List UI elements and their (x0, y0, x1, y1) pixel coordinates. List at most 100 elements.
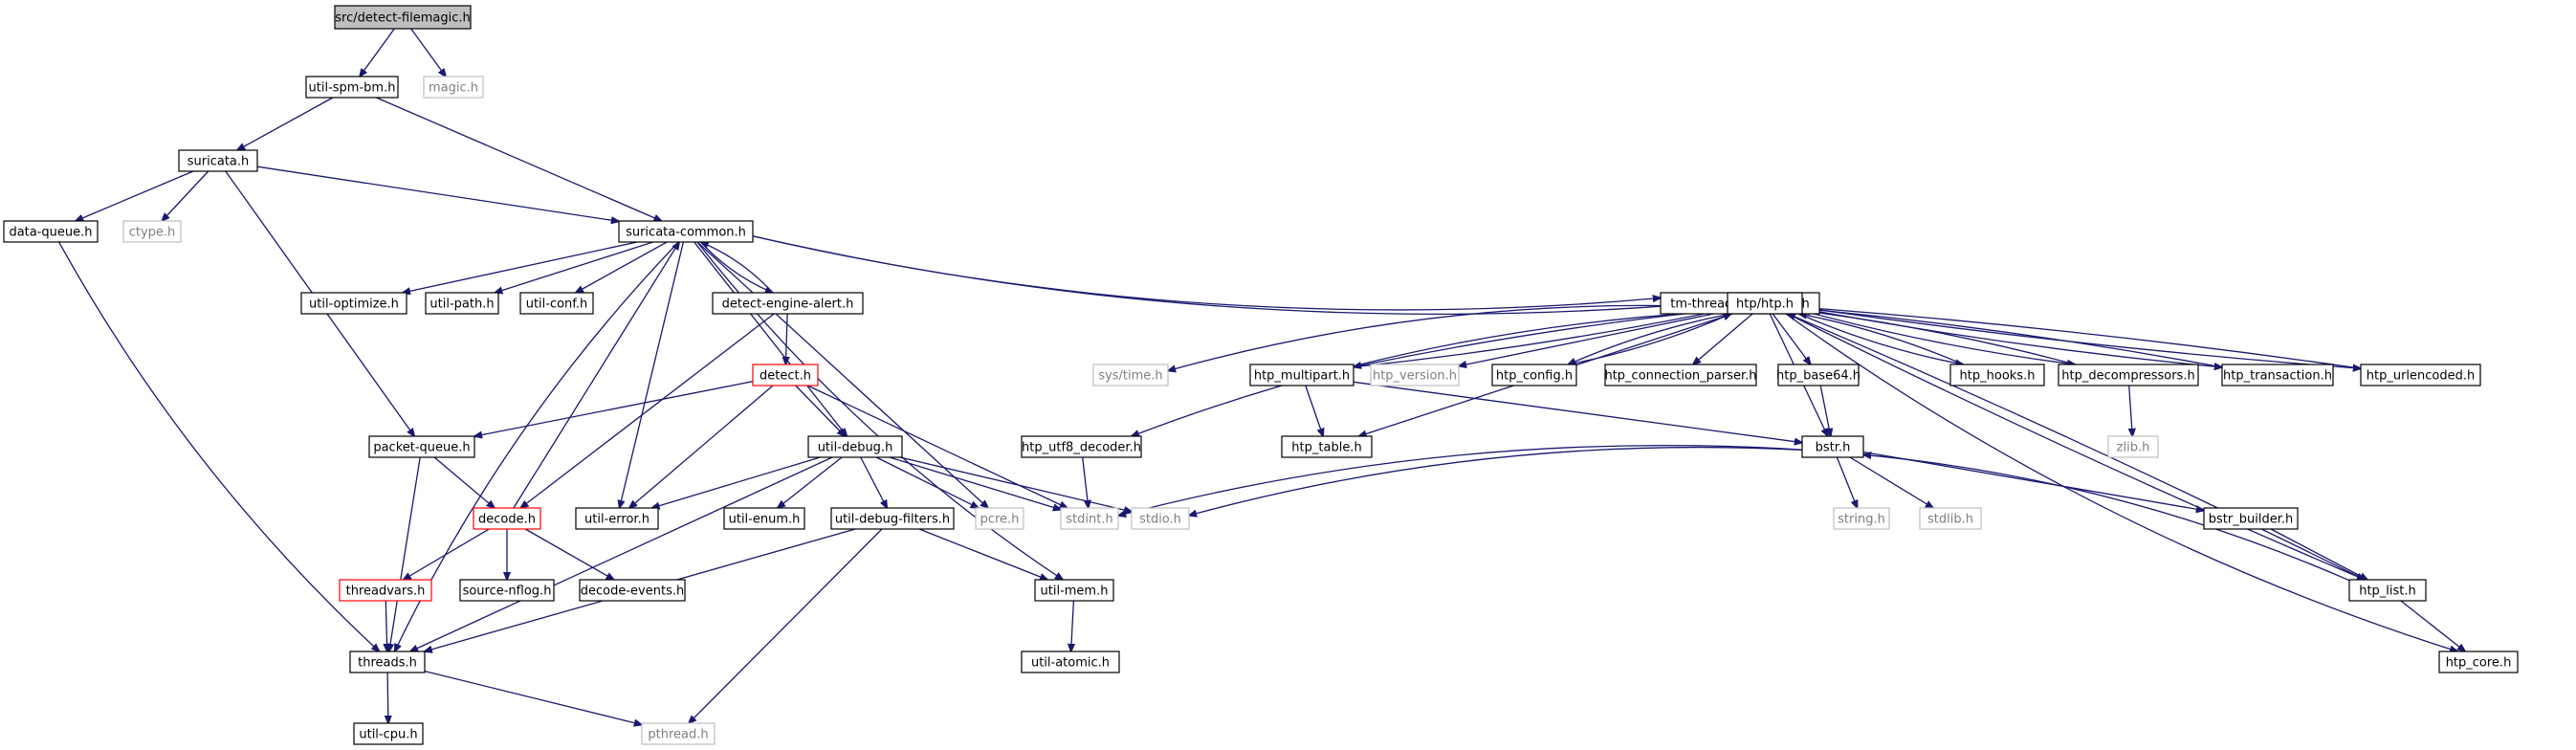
edge-detect-to-udebug (795, 385, 846, 436)
node-bbuilder[interactable]: bstr_builder.h (2203, 507, 2299, 530)
edge-spm-to-suricata (237, 97, 334, 150)
node-box (1249, 364, 1354, 386)
node-trans[interactable]: htp_transaction.h (2221, 364, 2334, 386)
edge-udebug-to-threads (410, 456, 833, 651)
node-connp[interactable]: htp_connection_parser.h (1604, 364, 1757, 386)
node-box (339, 579, 432, 602)
node-label: util-debug-filters.h (835, 513, 950, 527)
node-stdio: stdio.h (1131, 507, 1190, 530)
node-nflog[interactable]: source-nflog.h (459, 579, 555, 602)
node-dea[interactable]: detect-engine-alert.h (712, 292, 864, 315)
node-optimize[interactable]: util-optimize.h (300, 292, 407, 315)
node-box (353, 722, 424, 745)
node-htp[interactable]: htp/htp.h (1727, 292, 1803, 315)
node-box (368, 435, 475, 458)
edge-htp-to-b64 (1772, 313, 1811, 364)
edge-bstr-to-string (1836, 456, 1857, 508)
node-stdlib: stdlib.h (1919, 507, 1982, 530)
node-decomp[interactable]: htp_decompressors.h (2058, 364, 2199, 386)
node-uerror[interactable]: util-error.h (575, 507, 659, 530)
node-box (3, 220, 99, 243)
node-hooks[interactable]: htp_hooks.h (1949, 364, 2045, 386)
node-detect[interactable]: detect.h (752, 364, 819, 386)
edge-common-to-pcre (696, 241, 988, 508)
node-label: util-atomic.h (1031, 656, 1110, 671)
edge-common-to-conf (576, 241, 668, 293)
node-hlist[interactable]: htp_list.h (2348, 579, 2427, 602)
node-label: bstr_builder.h (2209, 513, 2293, 527)
edge-htp-to-hooks (1798, 313, 1964, 364)
node-common[interactable]: suricata-common.h (618, 220, 754, 243)
edge-multipart-to-table (1305, 385, 1323, 436)
node-box (1919, 507, 1982, 530)
node-root[interactable]: src/detect-filemagic.h (334, 5, 472, 30)
node-dataq[interactable]: data-queue.h (3, 220, 99, 243)
node-pq[interactable]: packet-queue.h (368, 435, 475, 458)
edge-common-to-tmthreads (752, 235, 1661, 311)
edge-multipart-to-bstr (1353, 381, 1802, 442)
edge-htp-to-connp (1693, 313, 1753, 364)
node-hconfig[interactable]: htp_config.h (1491, 364, 1577, 386)
edge-decomp-to-zlib (2129, 385, 2133, 436)
node-suricata[interactable]: suricata.h (178, 149, 258, 172)
edge-htp-to-hlist (1787, 313, 2365, 580)
node-label: detect-engine-alert.h (722, 298, 854, 312)
edge-dea-to-detect (785, 313, 787, 364)
node-box (575, 507, 659, 530)
node-label: util-cpu.h (359, 728, 417, 742)
edge-decode-to-devents (524, 528, 614, 580)
node-bstr[interactable]: bstr.h (1801, 435, 1864, 458)
edge-common-to-uerror (620, 241, 685, 508)
node-box (425, 292, 499, 315)
node-uenum[interactable]: util-enum.h (723, 507, 805, 530)
node-label: stdlib.h (1927, 513, 1973, 527)
node-label: htp_transaction.h (2223, 369, 2332, 384)
node-b64[interactable]: htp_base64.h (1776, 364, 1860, 386)
node-label: pthread.h (648, 728, 708, 742)
edge-decode-to-common (513, 242, 679, 509)
edge-common-to-udebug (694, 241, 848, 436)
node-label: bstr.h (1816, 441, 1851, 455)
node-threads[interactable]: threads.h (349, 651, 426, 673)
node-box (830, 507, 955, 530)
node-box (2360, 364, 2481, 386)
node-label: decode-events.h (581, 585, 684, 599)
edge-detect-to-pq (474, 381, 754, 436)
node-cpu[interactable]: util-cpu.h (353, 722, 424, 745)
node-table[interactable]: htp_table.h (1281, 435, 1373, 458)
node-udebug[interactable]: util-debug.h (807, 435, 903, 458)
node-label: util-optimize.h (309, 298, 399, 312)
node-label: htp_multipart.h (1254, 369, 1350, 384)
node-box (641, 722, 716, 745)
edge-htp-to-hconfig (1568, 313, 1731, 364)
node-utf8[interactable]: htp_utf8_decoder.h (1021, 435, 1142, 458)
node-multipart[interactable]: htp_multipart.h (1249, 364, 1354, 386)
edge-pq-to-decode (433, 456, 495, 508)
node-decode[interactable]: decode.h (473, 507, 541, 530)
node-spm[interactable]: util-spm-bm.h (305, 76, 399, 99)
edge-pq-to-threads (389, 456, 421, 651)
node-conf[interactable]: util-conf.h (519, 292, 594, 315)
node-umem[interactable]: util-mem.h (1034, 579, 1114, 602)
node-box (305, 76, 399, 99)
node-label: decode.h (478, 513, 536, 527)
edge-udf-to-umem (918, 528, 1047, 580)
node-box (1281, 435, 1373, 458)
node-path[interactable]: util-path.h (425, 292, 499, 315)
node-label: zlib.h (2117, 441, 2150, 455)
node-tvars[interactable]: threadvars.h (339, 579, 432, 602)
node-atomic[interactable]: util-atomic.h (1021, 651, 1120, 673)
node-box (334, 5, 472, 30)
node-hcore[interactable]: htp_core.h (2438, 651, 2519, 673)
node-box (423, 76, 484, 99)
node-box (1833, 507, 1890, 530)
node-udf[interactable]: util-debug-filters.h (830, 507, 955, 530)
edge-spm-to-common (376, 97, 661, 221)
node-label: htp_version.h (1373, 369, 1457, 384)
node-label: util-conf.h (526, 298, 588, 312)
node-label: htp_config.h (1496, 369, 1573, 384)
edge-htp-to-hcore (1785, 313, 2457, 651)
edge-udebug-to-stdio (899, 456, 1132, 512)
node-urlenc[interactable]: htp_urlencoded.h (2360, 364, 2481, 386)
node-devents[interactable]: decode-events.h (579, 579, 686, 602)
